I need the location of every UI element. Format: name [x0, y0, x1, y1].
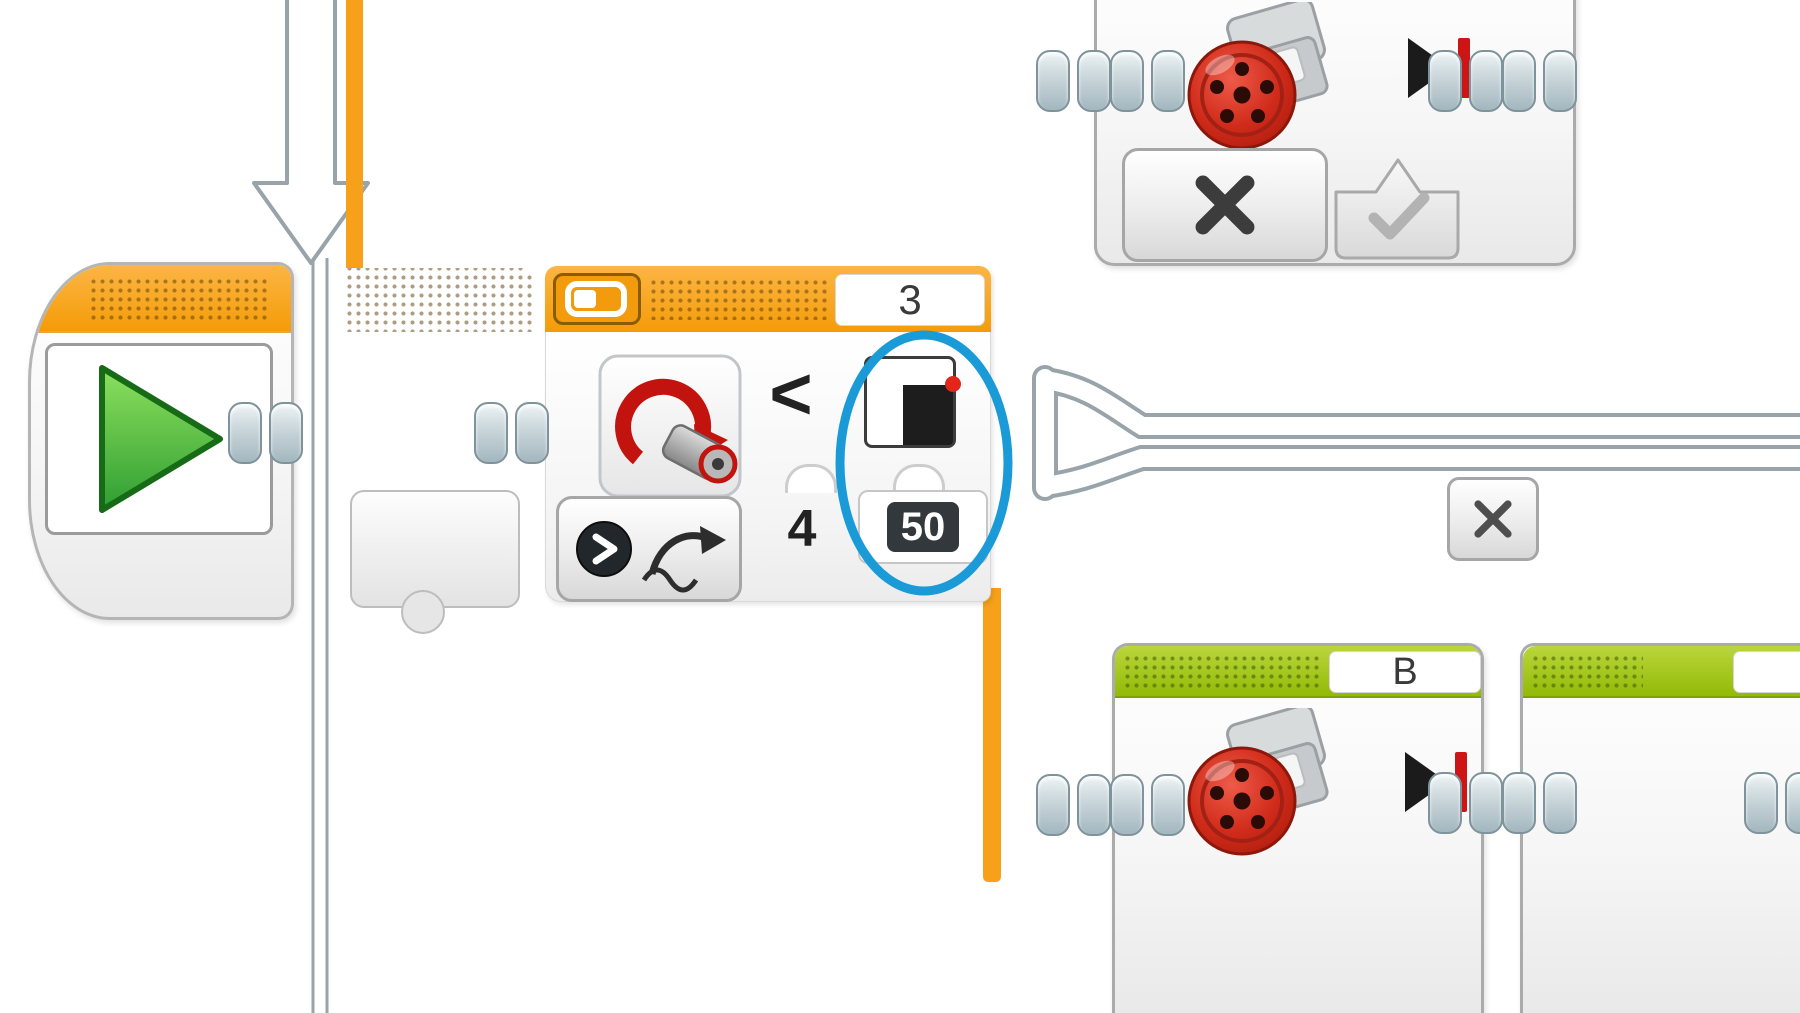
- connector-pill: [1502, 50, 1536, 112]
- loop-frame-right-bar: [983, 588, 1001, 882]
- connector-pill: [1151, 774, 1185, 836]
- motor-rotation-icon: [598, 354, 742, 498]
- connector-pill: [1110, 50, 1144, 112]
- start-block-header: [31, 265, 291, 333]
- x-icon: [1179, 159, 1271, 251]
- sequence-connector[interactable]: [1036, 774, 1111, 836]
- connector-pill: [269, 402, 303, 464]
- sequence-connector[interactable]: [1428, 50, 1503, 112]
- check-icon: [1368, 192, 1430, 240]
- connector-pill: [1077, 774, 1111, 836]
- connector-pill: [1469, 772, 1503, 834]
- cancel-button[interactable]: [1122, 148, 1328, 262]
- connector-pill: [474, 402, 508, 464]
- sequence-connector[interactable]: [228, 402, 303, 464]
- connector-pill: [228, 402, 262, 464]
- connector-pill: [1428, 772, 1462, 834]
- header-dots: [1123, 654, 1319, 688]
- sequence-wire-junction: [1032, 365, 1800, 501]
- connector-pill: [1785, 772, 1800, 834]
- sequence-connector[interactable]: [1428, 772, 1503, 834]
- loop-icon-button[interactable]: [553, 273, 641, 325]
- threshold-value[interactable]: 50: [887, 502, 959, 552]
- close-button[interactable]: [1447, 477, 1539, 561]
- rotation-compare-mode-icon: [576, 521, 726, 593]
- motor-block-b-header: B: [1115, 646, 1481, 698]
- connector-pill: [1036, 774, 1070, 836]
- connector-pill: [1110, 774, 1144, 836]
- connector-pill: [515, 402, 549, 464]
- sequence-connector[interactable]: [1110, 774, 1185, 836]
- connector-pill: [1543, 772, 1577, 834]
- connector-pill: [1428, 50, 1462, 112]
- sequence-arrow: [252, 0, 370, 265]
- play-icon[interactable]: [48, 346, 270, 532]
- motor-block-partial-header: [1523, 646, 1800, 698]
- loop-frame-header-dots: [346, 268, 532, 332]
- sequence-connector[interactable]: [1744, 772, 1800, 834]
- loop-frame-top-bar: [346, 0, 363, 300]
- port-number[interactable]: 4: [787, 500, 817, 558]
- mode-selector-button[interactable]: [556, 496, 742, 602]
- loop-label[interactable]: 3: [835, 274, 985, 326]
- confirm-tab[interactable]: [1330, 146, 1464, 262]
- loop-icon: [565, 281, 627, 317]
- connector-pill: [1151, 50, 1185, 112]
- sequence-connector[interactable]: [1502, 772, 1577, 834]
- loop-frame-plug-bump: [401, 590, 445, 634]
- header-dots: [1531, 654, 1643, 688]
- threshold-icon: [864, 356, 961, 448]
- threshold-input[interactable]: 50: [858, 490, 988, 564]
- connector-pill: [1077, 50, 1111, 112]
- connector-pill: [1502, 772, 1536, 834]
- sequence-connector[interactable]: [1036, 50, 1111, 112]
- sequence-connector[interactable]: [1110, 50, 1185, 112]
- connector-pill: [1543, 50, 1577, 112]
- threshold-icon-dark-half: [903, 384, 953, 445]
- medium-motor-icon: [1180, 2, 1330, 152]
- sequence-connector[interactable]: [474, 402, 549, 464]
- sequence-connector[interactable]: [1502, 50, 1577, 112]
- connector-pill: [1744, 772, 1778, 834]
- connector-pill: [1469, 50, 1503, 112]
- port-label[interactable]: B: [1329, 651, 1481, 693]
- header-dots: [89, 277, 269, 321]
- loop-header[interactable]: 3: [545, 266, 991, 332]
- less-than-symbol: <: [769, 351, 813, 435]
- port-label-partial[interactable]: [1733, 651, 1800, 693]
- connector-pill: [1036, 50, 1070, 112]
- medium-motor-icon: [1180, 708, 1330, 858]
- x-icon: [1462, 488, 1524, 550]
- port-plug-tab: [785, 464, 837, 493]
- header-dots: [649, 278, 831, 320]
- loop-frame-plug: [350, 490, 520, 608]
